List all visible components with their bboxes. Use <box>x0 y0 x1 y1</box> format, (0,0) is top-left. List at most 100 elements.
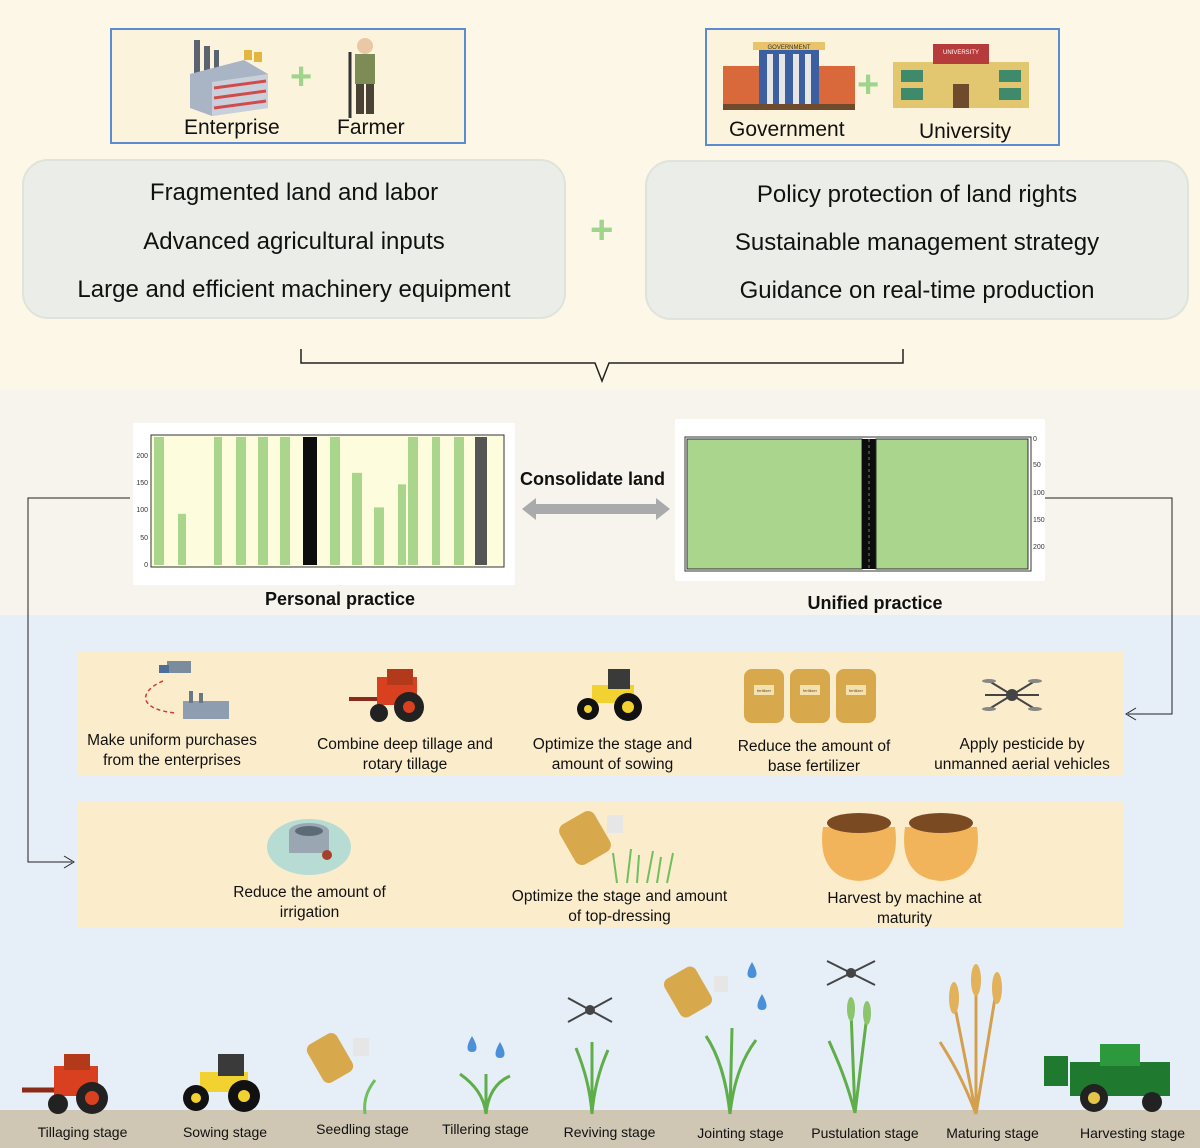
field-crop-fill <box>330 437 340 565</box>
practice-uniform-purchase: Make uniform purchases from the enterpri… <box>87 732 257 769</box>
practice-reduce-irrigation: Reduce the amount of irrigation <box>233 884 386 921</box>
top-dressing-icon <box>559 811 674 884</box>
right-line-2: Sustainable management strategy <box>734 229 1100 256</box>
unified-y-tick-150: 150 <box>1033 517 1045 524</box>
field-crop-fill <box>374 507 384 565</box>
harvester-icon <box>1044 1044 1170 1112</box>
right-line-1: Policy protection of land rights <box>756 181 1078 208</box>
unified-fields-svg: 0 50 100 150 200 <box>684 436 1045 572</box>
practice-uav-pesticide: Apply pesticide by unmanned aerial vehic… <box>934 736 1110 773</box>
merge-brace <box>300 349 904 384</box>
field-crop-fill <box>432 437 440 565</box>
practice-deep-rotary-tillage: Combine deep tillage and rotary tillage <box>317 736 493 773</box>
left-line-2: Advanced agricultural inputs <box>143 228 445 255</box>
stage-maturing: Maturing stage <box>946 1125 1039 1141</box>
factory-icon <box>190 40 268 116</box>
government-sign: GOVERNMENT <box>767 45 810 51</box>
fertilizer-bag-label: fertilizer <box>803 688 818 693</box>
stage-tillering: Tillering stage <box>442 1121 529 1137</box>
practices-row-1: fertilizer fertilizer fertilizer Make un… <box>77 651 1124 775</box>
right-capabilities-box: Policy protection of land rights Sustain… <box>645 160 1189 320</box>
plus-icon: + <box>590 208 614 252</box>
field-strip <box>177 437 187 565</box>
unified-practice-map: 0 50 100 150 200 <box>675 419 1045 581</box>
tillage-tractor-icon <box>22 1054 108 1114</box>
practice-optimize-sowing: Optimize the stage and amount of sowing <box>532 736 693 773</box>
field-strip <box>465 437 475 565</box>
field-crop-fill <box>454 437 464 565</box>
left-line-3: Large and efficient machinery equipment <box>77 276 511 303</box>
field-strip <box>317 437 329 565</box>
university-sign: UNIVERSITY <box>943 50 979 56</box>
personal-practice-title: Personal practice <box>264 589 416 609</box>
field-strip <box>341 437 351 565</box>
practice-harvest-by-machine: Harvest by machine at maturity <box>827 890 982 927</box>
irrigation-well-icon <box>267 819 351 875</box>
university-building-icon: UNIVERSITY <box>893 44 1029 108</box>
field-strip <box>385 437 397 565</box>
field-strip <box>223 437 235 565</box>
maturing-icon <box>938 964 1002 1115</box>
personal-y-tick-100: 100 <box>136 507 148 514</box>
stage-sowing: Sowing stage <box>182 1124 268 1140</box>
unified-y-tick-200: 200 <box>1033 544 1045 551</box>
pustulation-icon <box>826 960 876 1114</box>
left-capabilities-box: Fragmented land and labor Advanced agric… <box>22 159 566 319</box>
right-line-3: Guidance on real-time production <box>739 277 1095 304</box>
grain-sacks-icon <box>822 813 978 881</box>
stage-pustulation: Pustulation stage <box>811 1125 919 1141</box>
stage-seedling: Seedling stage <box>316 1121 409 1137</box>
farmer-icon <box>348 38 375 118</box>
unified-y-tick-0: 0 <box>1033 436 1037 443</box>
enterprise-label: Enterprise <box>184 116 280 139</box>
reviving-icon <box>567 997 613 1115</box>
purchase-route-icon <box>145 661 229 719</box>
field-strip <box>269 437 279 565</box>
field-crop-fill <box>352 472 362 565</box>
stage-reviving: Reviving stage <box>563 1124 656 1140</box>
field-crop-fill <box>398 484 406 565</box>
consolidate-label: Consolidate land <box>520 469 666 489</box>
stage-tillaging: Tillaging stage <box>37 1124 128 1140</box>
stage-harvesting: Harvesting stage <box>1079 1125 1186 1141</box>
field-strip <box>419 437 431 565</box>
fertilizer-bag-label: fertilizer <box>757 688 772 693</box>
plus-icon: + <box>290 56 313 98</box>
government-building-icon: GOVERNMENT <box>723 42 855 110</box>
unified-practice-title: Unified practice <box>807 593 943 613</box>
double-arrow-icon <box>522 498 670 520</box>
stage-jointing: Jointing stage <box>697 1125 784 1141</box>
field-crop-fill <box>258 437 268 565</box>
field-crop-fill <box>236 437 246 565</box>
left-line-1: Fragmented land and labor <box>149 179 439 206</box>
personal-y-tick-200: 200 <box>136 453 148 460</box>
consolidated-field-right <box>875 438 1029 570</box>
unified-y-tick-50: 50 <box>1033 462 1041 469</box>
unified-y-tick-100: 100 <box>1033 490 1045 497</box>
road-strip <box>862 439 876 569</box>
sowing-tractor-icon <box>183 1054 260 1112</box>
drone-icon <box>982 679 1042 711</box>
practice-reduce-base-fertilizer: Reduce the amount of base fertilizer <box>737 738 891 775</box>
plus-icon: + <box>857 64 880 106</box>
farmer-label: Farmer <box>337 116 405 139</box>
field-strip <box>291 437 303 565</box>
field-crop-fill <box>214 437 222 565</box>
personal-field-strips <box>153 437 499 565</box>
personal-y-tick-0: 0 <box>144 562 148 569</box>
enterprise-farmer-box: + Enterprise Farmer <box>110 28 466 144</box>
field-crop-fill <box>408 437 418 565</box>
field-strip <box>201 437 213 565</box>
field-strip <box>363 437 373 565</box>
field-strip <box>441 437 453 565</box>
field-strip <box>475 437 487 565</box>
seedling-icon <box>306 1033 377 1115</box>
field-crop-fill <box>178 513 186 565</box>
seeding-tractor-icon <box>577 669 642 721</box>
fertilizer-bags-icon: fertilizer fertilizer fertilizer <box>744 669 876 723</box>
field-strip <box>303 437 317 565</box>
field-strip <box>247 437 257 565</box>
personal-fields-svg: 200 150 100 50 0 <box>136 434 505 569</box>
field-strip <box>187 437 201 565</box>
government-university-box: GOVERNMENT + UNIVERSITY Government Unive… <box>705 28 1060 146</box>
